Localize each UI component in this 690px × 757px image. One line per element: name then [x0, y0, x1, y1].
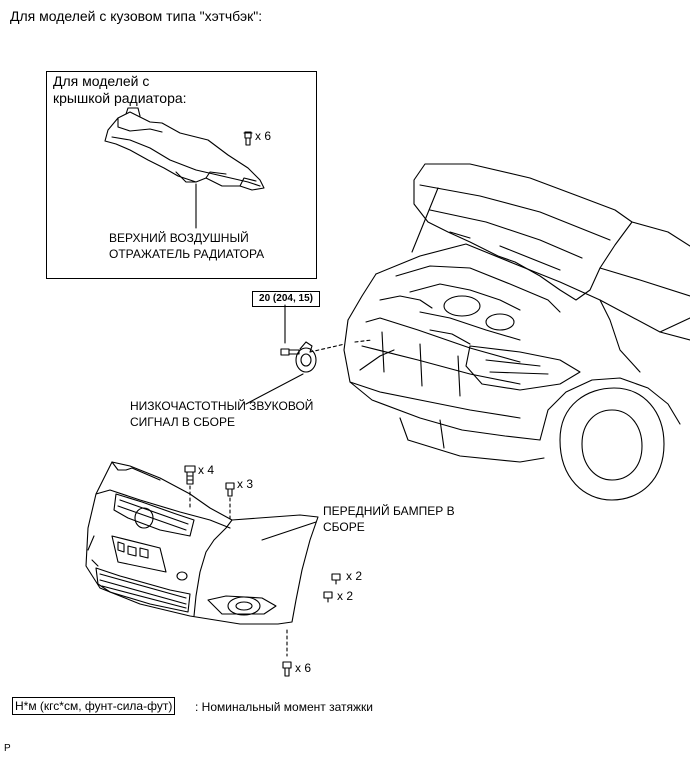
horn-label-line1: НИЗКОЧАСТОТНЫЙ ЗВУКОВОЙ	[130, 399, 314, 413]
horn-install-dashline	[309, 339, 373, 353]
inset-title-line1: Для моделей с	[53, 73, 150, 89]
screw-icon-side-2	[323, 591, 333, 603]
bumper-label-line1: ПЕРЕДНИЙ БАМПЕР В	[323, 504, 455, 518]
horn-label-line2: СИГНАЛ В СБОРЕ	[130, 415, 236, 429]
clip-qty-bottom: x 6	[295, 661, 312, 675]
inset-title-line2: крышкой радиатора:	[53, 90, 187, 106]
horn-leader-line	[245, 373, 304, 405]
car-front-drawing	[343, 163, 690, 501]
bolt-qty-top: x 4	[198, 463, 215, 477]
torque-legend-text: : Номинальный момент затяжки	[195, 700, 373, 714]
inset-clip-icon	[243, 131, 253, 146]
air-deflector-label-line2: ОТРАЖАТЕЛЬ РАДИАТОРА	[109, 247, 265, 261]
clip-icon-bottom	[282, 661, 292, 677]
bumper-label-line2: СБОРЕ	[323, 520, 365, 534]
bumper-leader-line	[261, 521, 317, 541]
horn-bolt-icon	[280, 348, 300, 356]
page-title: Для моделей с кузовом типа "хэтчбэк":	[10, 8, 263, 24]
radiator-cover-inset	[46, 71, 317, 279]
clip-qty-top: x 3	[237, 477, 254, 491]
bolt-icon-top	[184, 465, 196, 485]
screw-qty-side-2: x 2	[337, 589, 354, 603]
screw-icon-side-1	[331, 573, 341, 585]
torque-unit-box: Н*м (кгс*см, фунт-сила-фут)	[12, 697, 176, 715]
clip-qty-inset: x 6	[255, 129, 272, 143]
figure-code: P	[4, 743, 11, 754]
air-deflector-drawing	[104, 107, 265, 191]
horn-drawing	[295, 341, 317, 373]
air-deflector-label-line1: ВЕРХНИЙ ВОЗДУШНЫЙ	[109, 231, 249, 245]
torque-spec-box: 20 (204, 15)	[252, 291, 320, 307]
front-bumper-drawing	[85, 461, 319, 625]
screw-qty-side-1: x 2	[346, 569, 363, 583]
clip-icon-top	[225, 482, 235, 497]
